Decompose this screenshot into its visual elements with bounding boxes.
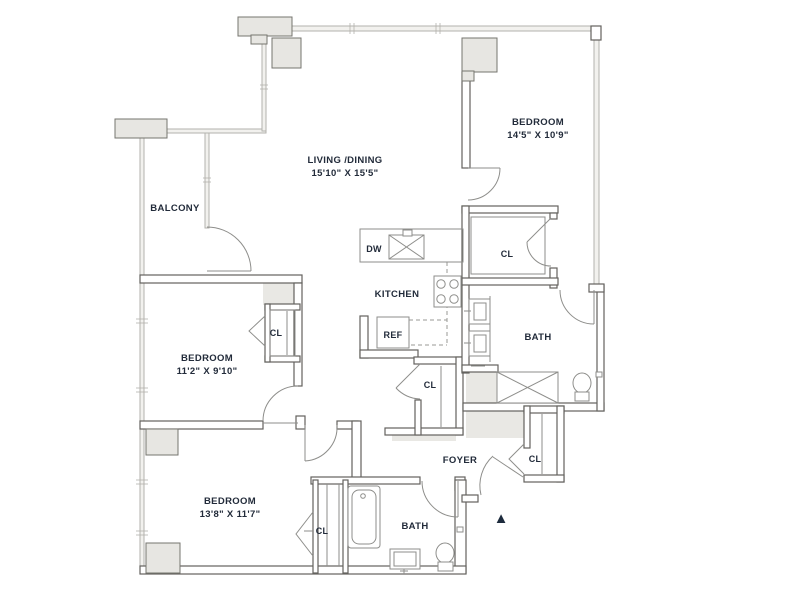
- fixture-labels: DW REF CL CL CL CL CL: [270, 244, 542, 536]
- kitchen-fixtures: [359, 228, 464, 349]
- bathtub: [347, 485, 381, 549]
- bath-top-door: [559, 289, 595, 325]
- kitchen-counter: [359, 228, 464, 263]
- living-dining-label: LIVING /DINING: [307, 155, 382, 166]
- toilet-bottom: [435, 526, 464, 572]
- bedroom-bottom-door: [304, 424, 338, 462]
- bedroom-mid-door: [262, 385, 299, 424]
- structural-columns: [114, 16, 498, 574]
- foyer-label: FOYER: [443, 455, 477, 466]
- bath-bottom-label: BATH: [401, 521, 428, 532]
- sink-bottom: [389, 548, 421, 574]
- closet-mid-bifold: [248, 315, 266, 347]
- bedroom-top-label: BEDROOM: [512, 117, 564, 128]
- closet-mid-label: CL: [270, 328, 283, 338]
- bedroom-bottom-dims: 13'8" X 11'7": [200, 509, 261, 520]
- window-mullion-ticks: [136, 23, 441, 536]
- bedroom-mid-dims: 11'2" X 9'10": [177, 366, 238, 377]
- dishwasher-label: DW: [366, 244, 382, 254]
- room-labels: LIVING /DINING 15'10" X 15'5" BEDROOM 14…: [150, 117, 568, 532]
- closet-interiors: [269, 309, 543, 474]
- closet-foyer-bifold: [508, 443, 525, 475]
- toilet-top: [572, 371, 603, 402]
- bath-bottom-door: [421, 480, 459, 518]
- shower: [496, 371, 559, 404]
- vanity-sinks: [464, 296, 491, 367]
- kitchen-label: KITCHEN: [375, 289, 420, 300]
- entry-arrow-icon: ▲: [494, 510, 509, 527]
- bath-top-fixtures: [464, 216, 603, 404]
- refrigerator-box: [376, 316, 410, 349]
- closet-bottom-label: CL: [316, 526, 329, 536]
- closet-top-shelf: [470, 216, 546, 275]
- bedroom-mid-label: BEDROOM: [181, 353, 233, 364]
- closet-top-door: [526, 217, 552, 267]
- doors: [206, 167, 595, 557]
- closet-bottom-doors: [326, 484, 340, 566]
- kitchen-sink: [388, 229, 425, 260]
- living-dining-dims: 15'10" X 15'5": [311, 168, 378, 179]
- walls: [139, 71, 605, 575]
- stove: [433, 275, 462, 308]
- closet-foyer-label: CL: [529, 454, 542, 464]
- bedroom-bottom-label: BEDROOM: [204, 496, 256, 507]
- bath-bottom-fixtures: [326, 484, 464, 574]
- closet-bottom-bifold: [295, 511, 314, 557]
- balcony-door: [206, 226, 252, 272]
- balcony-label: BALCONY: [150, 203, 200, 214]
- entry-door: [479, 455, 524, 496]
- closet-hall-label: CL: [424, 380, 437, 390]
- closet-top-label: CL: [501, 249, 514, 259]
- refrigerator-label: REF: [384, 330, 403, 340]
- bedroom-top-dims: 14'5" X 10'9": [507, 130, 568, 141]
- bath-top-label: BATH: [524, 332, 551, 343]
- bedroom-top-door: [467, 167, 501, 201]
- hall-closet-door: [395, 363, 421, 400]
